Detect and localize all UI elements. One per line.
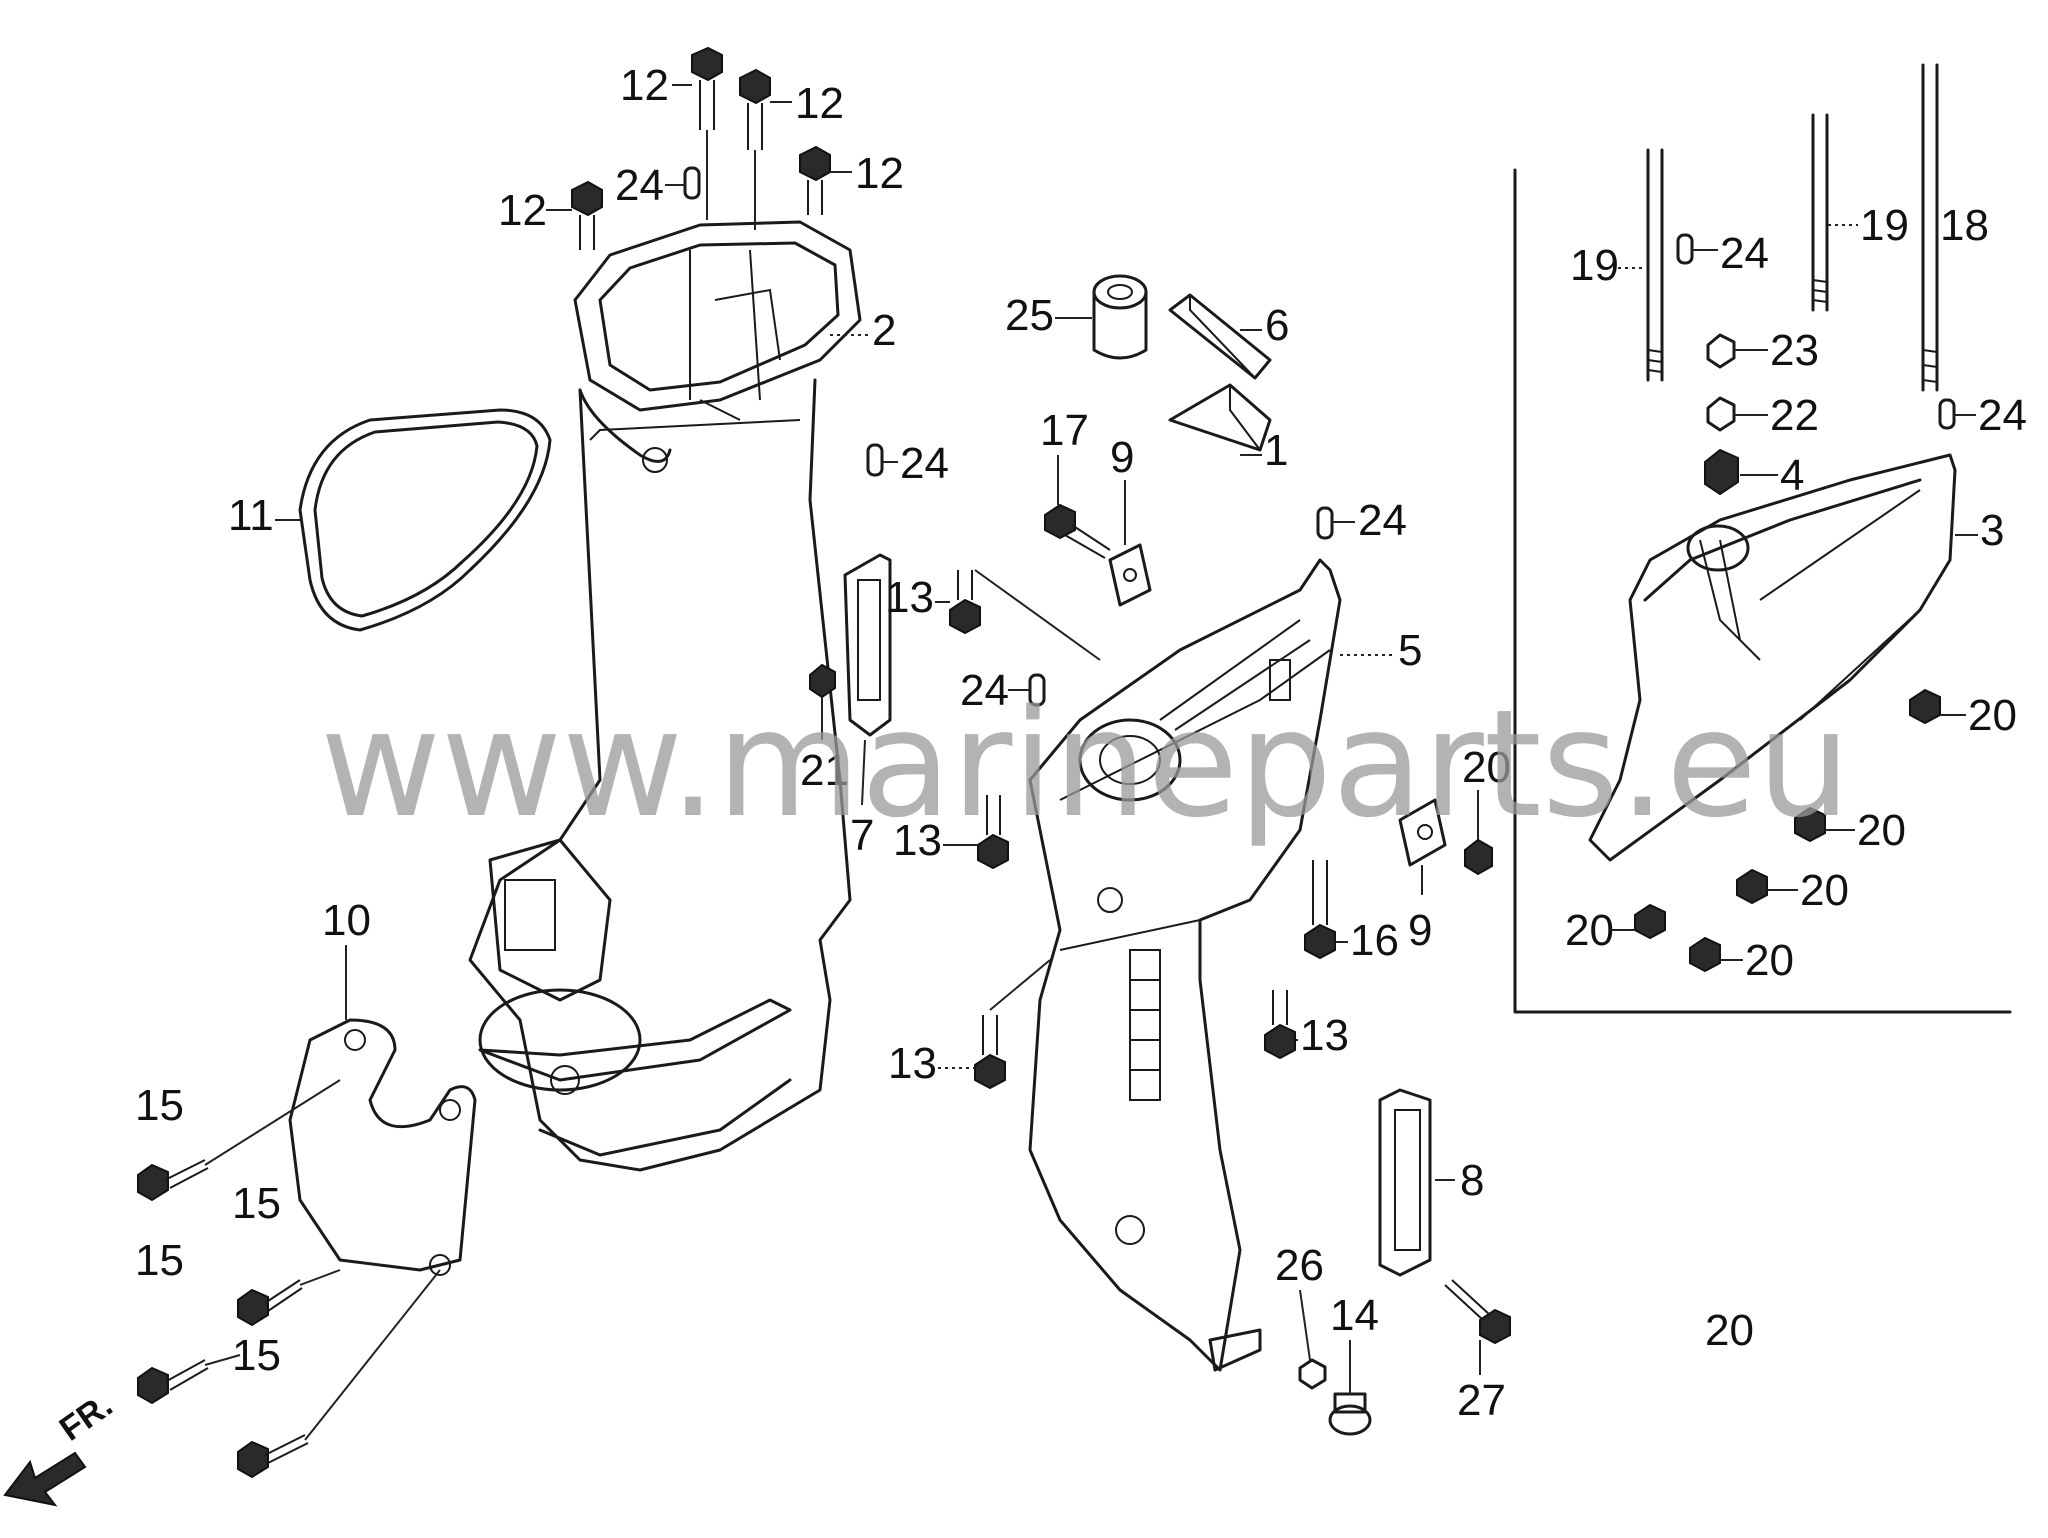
dowel-24-a bbox=[683, 166, 701, 200]
grille-part-8 bbox=[1378, 1088, 1455, 1277]
callout-24-a: 24 bbox=[615, 161, 664, 210]
grille-part-7 bbox=[843, 553, 892, 737]
inset-stud-18 bbox=[1921, 63, 1939, 392]
inset-washer-22 bbox=[1706, 396, 1736, 432]
bolt-15-c bbox=[137, 1354, 241, 1405]
callout-20-g: 20 bbox=[1705, 1306, 1754, 1355]
bolt-15-d bbox=[237, 1269, 441, 1479]
callout-23: 23 bbox=[1770, 326, 1819, 375]
callout-20-c: 20 bbox=[1857, 806, 1906, 855]
pad-part-6 bbox=[1168, 293, 1272, 380]
callout-15-b: 15 bbox=[232, 1179, 281, 1228]
callout-11: 11 bbox=[228, 491, 274, 540]
inset-nut-4 bbox=[1704, 448, 1739, 496]
bolt-13-d bbox=[974, 959, 1051, 1090]
callout-10: 10 bbox=[322, 896, 371, 945]
callout-3: 3 bbox=[1980, 506, 2004, 555]
extension-case-part bbox=[468, 220, 862, 1172]
callout-24-f: 24 bbox=[1978, 391, 2027, 440]
vent-slots bbox=[1129, 949, 1161, 1101]
bolt-15-a bbox=[137, 1079, 341, 1202]
bolt-12-a bbox=[691, 46, 723, 220]
callout-13-b: 13 bbox=[893, 816, 942, 865]
callout-labels: 1 2 3 4 5 6 7 8 9 9 10 11 12 12 12 12 13… bbox=[135, 61, 2027, 1425]
callout-12-a: 12 bbox=[620, 61, 669, 110]
callout-20-a: 20 bbox=[1968, 691, 2017, 740]
callout-14: 14 bbox=[1330, 1291, 1379, 1340]
plate-part-9-b bbox=[1398, 798, 1447, 867]
callout-24-e: 24 bbox=[1720, 229, 1769, 278]
callout-5: 5 bbox=[1398, 626, 1422, 675]
bolt-12-b bbox=[739, 68, 771, 230]
callout-2: 2 bbox=[872, 306, 896, 355]
callout-27: 27 bbox=[1457, 1376, 1506, 1425]
callout-21: 21 bbox=[800, 746, 849, 795]
front-direction-arrow-icon: FR. bbox=[3, 1386, 120, 1507]
dowel-24-b bbox=[866, 443, 884, 477]
callout-12-b: 12 bbox=[795, 79, 844, 128]
callout-19-a: 19 bbox=[1570, 241, 1619, 290]
callout-19-b: 19 bbox=[1860, 201, 1909, 250]
callout-8: 8 bbox=[1460, 1156, 1484, 1205]
callout-24-c: 24 bbox=[960, 666, 1009, 715]
callout-20-d: 20 bbox=[1800, 866, 1849, 915]
callout-12-c: 12 bbox=[855, 149, 904, 198]
callout-9-b: 9 bbox=[1408, 906, 1432, 955]
callout-15-d: 15 bbox=[232, 1331, 281, 1380]
plug-14 bbox=[1328, 1392, 1372, 1436]
inset-washer-23 bbox=[1706, 333, 1736, 369]
inset-stud-19-b bbox=[1811, 113, 1829, 312]
inset-frame bbox=[1513, 168, 2012, 1014]
callout-16: 16 bbox=[1350, 916, 1399, 965]
inset-case-part bbox=[1588, 453, 1957, 862]
bolt-13-a bbox=[949, 569, 1101, 661]
screw-27 bbox=[1444, 1279, 1511, 1345]
callout-12-d: 12 bbox=[498, 186, 547, 235]
pad-part-1 bbox=[1168, 383, 1272, 452]
callout-7: 7 bbox=[850, 811, 874, 860]
inset-nuts-20 bbox=[1634, 688, 1941, 973]
callout-6: 6 bbox=[1265, 301, 1289, 350]
bolt-12-d bbox=[571, 180, 603, 250]
seal-ring-part bbox=[298, 408, 552, 632]
callout-20-f: 20 bbox=[1745, 936, 1794, 985]
plate-part-9-a bbox=[1108, 543, 1152, 607]
callout-20-e: 20 bbox=[1565, 906, 1614, 955]
callout-17: 17 bbox=[1040, 406, 1089, 455]
callout-1: 1 bbox=[1264, 426, 1288, 475]
bolt-16 bbox=[1304, 860, 1336, 960]
fr-label: FR. bbox=[53, 1386, 120, 1449]
lower-case-part bbox=[1028, 558, 1342, 1372]
screw-17 bbox=[1044, 503, 1111, 559]
callout-18: 18 bbox=[1940, 201, 1989, 250]
bolt-15-b bbox=[237, 1269, 341, 1327]
callout-13-c: 13 bbox=[1300, 1011, 1349, 1060]
collar-part-25 bbox=[1092, 274, 1148, 360]
callout-25: 25 bbox=[1005, 291, 1054, 340]
callout-13-d: 13 bbox=[888, 1039, 937, 1088]
washer-26 bbox=[1298, 1358, 1327, 1390]
callout-13-a: 13 bbox=[885, 573, 934, 622]
callout-24-b: 24 bbox=[900, 439, 949, 488]
callout-26: 26 bbox=[1275, 1241, 1324, 1290]
watermark-text: www.marineparts.eu bbox=[320, 678, 1851, 850]
nut-21 bbox=[809, 663, 836, 699]
holder-part bbox=[288, 1018, 477, 1276]
callout-15-c: 15 bbox=[135, 1236, 184, 1285]
callout-22: 22 bbox=[1770, 391, 1819, 440]
bolt-13-b bbox=[977, 795, 1009, 870]
inset-stud-19-a bbox=[1646, 148, 1664, 382]
callout-20-b: 20 bbox=[1462, 743, 1511, 792]
bolt-12-c bbox=[799, 145, 831, 215]
callout-4: 4 bbox=[1780, 451, 1804, 500]
callout-15-a: 15 bbox=[135, 1081, 184, 1130]
callout-9-a: 9 bbox=[1110, 433, 1134, 482]
callout-24-d: 24 bbox=[1358, 496, 1407, 545]
dowel-24-d bbox=[1316, 506, 1334, 540]
bolt-13-c bbox=[1264, 990, 1296, 1060]
